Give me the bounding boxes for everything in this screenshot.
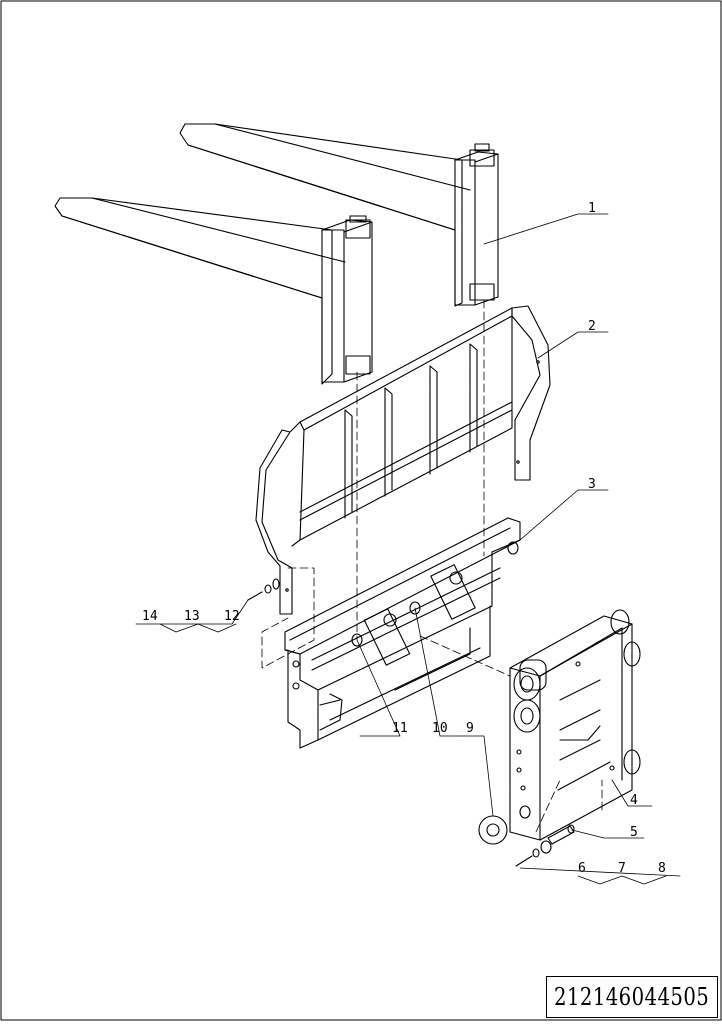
bolt-6-7-8 [515, 840, 552, 867]
part-label-12: 12 [224, 609, 240, 624]
part-label-14: 14 [142, 609, 158, 624]
part-label-5: 5 [630, 825, 638, 840]
part-label-1: 1 [588, 201, 596, 216]
fork-carriage [284, 517, 521, 749]
part-label-4: 4 [630, 793, 638, 808]
part-labels: 1 2 3 4 5 6 7 8 9 10 11 12 13 14 [142, 201, 666, 876]
part-label-13: 13 [184, 609, 200, 624]
drawing-number-box: 212146044505 [546, 976, 718, 1018]
part-label-2: 2 [588, 319, 596, 334]
bolt-12-13-14 [247, 578, 280, 601]
drawing-number: 212146044505 [554, 983, 710, 1011]
pin-5 [547, 824, 575, 845]
part-label-8: 8 [658, 861, 666, 876]
part-label-3: 3 [588, 477, 596, 492]
assembly-lines [261, 299, 603, 833]
fork-right [179, 123, 499, 307]
roller-9 [478, 815, 508, 845]
part-label-9: 9 [466, 721, 474, 736]
part-label-6: 6 [578, 861, 586, 876]
side-shift-frame [509, 609, 641, 841]
part-label-7: 7 [618, 861, 626, 876]
part-label-10: 10 [432, 721, 448, 736]
leader-lines [135, 213, 681, 885]
part-label-11: 11 [392, 721, 408, 736]
fork-left [54, 197, 373, 385]
load-backrest [255, 305, 551, 615]
